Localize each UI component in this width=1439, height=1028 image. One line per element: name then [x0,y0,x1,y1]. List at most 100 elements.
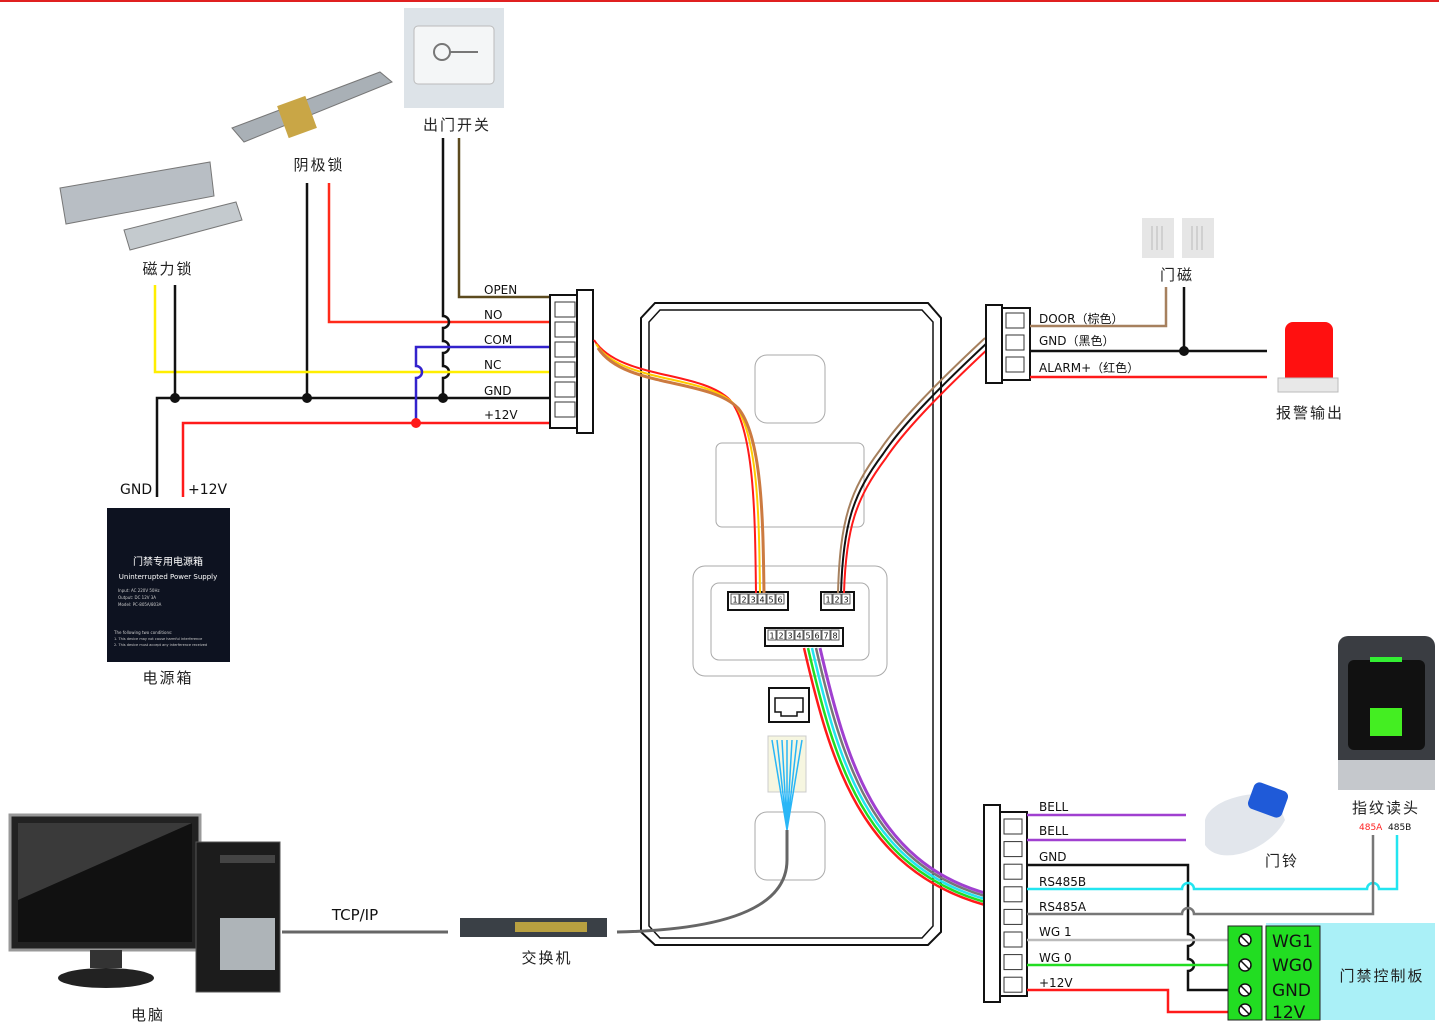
computer-image [8,813,281,993]
terminal-gnd: GND [1272,981,1311,1001]
screw-slot [1240,935,1250,945]
switch-label: 交换机 [521,949,572,967]
power-box-label: 电源箱 [142,669,193,687]
pin-label-no: NO [484,308,502,322]
port-pin-number: 1 [769,632,774,641]
terminal-wg1: WG1 [1272,932,1313,952]
port-pin [730,593,740,605]
pin-label-bell-2: BELL [1039,824,1069,838]
fingerprint-reader-label: 指纹读头 [1352,799,1420,817]
alarm-label: 报警输出 [1276,404,1344,422]
pin-label-wg0: WG 0 [1039,951,1072,965]
port-pin-number: 2 [741,596,746,605]
door-sensor-label: 门磁 [1160,266,1194,284]
port-pin-number: 6 [777,596,782,605]
reader-485a-label: 485A [1359,823,1383,833]
port-pin [775,593,785,605]
connector-slot [1003,954,1023,971]
pin-label-open: OPEN [484,283,517,297]
power-box-title: 门禁专用电源箱 [133,555,203,568]
port-pin [823,593,833,605]
mag-lock-image [59,161,243,251]
pin-label-wg1: WG 1 [1039,925,1072,939]
screw-slot [1240,1005,1250,1015]
port-pin [776,629,786,641]
connector-slot [1003,841,1023,858]
pin-label-com: COM [484,333,512,347]
bottom-wires [1027,813,1399,1014]
pin-label-gnd-bottom: GND [1039,850,1067,864]
power-box-subtitle: Uninterrupted Power Supply [119,573,217,581]
power-gnd-label: GND [120,482,152,498]
port-pin [785,629,795,641]
port-pin-number: 4 [759,596,764,605]
doorbell-image [1205,782,1289,856]
mag-lock-label: 磁力锁 [142,260,193,278]
exit-button-label: 出门开关 [423,116,491,134]
pin-label-gnd: GND [484,384,512,398]
network-switch-image [460,918,607,937]
port-pin-number: 1 [825,596,830,605]
doorbell-label: 门铃 [1265,852,1299,870]
reader-485b-label: 485B [1388,823,1411,833]
right-top-connector [985,304,1031,384]
pin-label-door: DOOR（棕色） [1039,311,1123,326]
connector-slot [1003,931,1023,948]
controller-board [1227,923,1435,1021]
port-pin-number: 3 [843,596,848,605]
port-pin-number: 6 [814,632,819,641]
port-pin [803,629,813,641]
left-connector [549,289,594,434]
connector-slot [1003,886,1023,903]
port-pin [821,629,831,641]
power-box-note1: The following two conditions: [113,630,172,635]
strike-lock-label: 阴极锁 [293,156,344,174]
connector-slot [1003,908,1023,925]
pin-label-bell-1: BELL [1039,800,1069,814]
power-box-input: Input: AC 220V 50Hz [118,588,160,593]
terminal-12v: 12V [1272,1003,1306,1023]
port-pin [794,629,804,641]
left-wires [153,138,550,497]
port-pin [748,593,758,605]
port-pin [757,593,767,605]
pin-label-gnd-black: GND（黑色） [1039,334,1115,348]
power-box-model: Model: PC-805A/803A [118,602,162,607]
pin-label-rs485a: RS485A [1039,900,1087,914]
screw-slot [1240,985,1250,995]
port-pin [830,629,840,641]
port-pin [739,593,749,605]
pin-label-12v: +12V [484,408,518,422]
power-box-note2: 1. This device may not cause harmful int… [114,637,202,641]
power-12v-label: +12V [188,482,228,498]
port-pin-number: 8 [832,632,837,641]
fingerprint-reader-image [1338,636,1435,790]
pin-label-rs485b: RS485B [1039,875,1086,889]
connector-slot [1003,818,1023,835]
port-pin-number: 5 [805,632,810,641]
ethernet-port-icon [768,687,810,723]
port-pin [767,629,777,641]
pin-label-nc: NC [484,358,501,372]
port-pin-number: 3 [750,596,755,605]
pin-label-alarm: ALARM+（红色） [1039,360,1139,375]
connector-slot [1003,863,1023,880]
connector-slot [1003,976,1023,993]
port-pin-number: 7 [823,632,828,641]
rj45-plug-icon [767,735,807,831]
port-pin-number: 2 [834,596,839,605]
alarm-light-image [1277,322,1339,393]
terminal-wg0: WG0 [1272,956,1313,976]
exit-button-image [404,8,504,108]
power-box-note3: 2. This device must accept any interfere… [114,643,207,647]
tcp-ip-label: TCP/IP [331,906,378,924]
strike-lock-image [231,71,393,143]
port-pin [766,593,776,605]
controller-label: 门禁控制板 [1339,967,1424,985]
power-box-output: Output: DC 12V 3A [118,595,156,600]
access-reader-body [640,302,942,946]
door-sensor-image [1142,218,1214,258]
